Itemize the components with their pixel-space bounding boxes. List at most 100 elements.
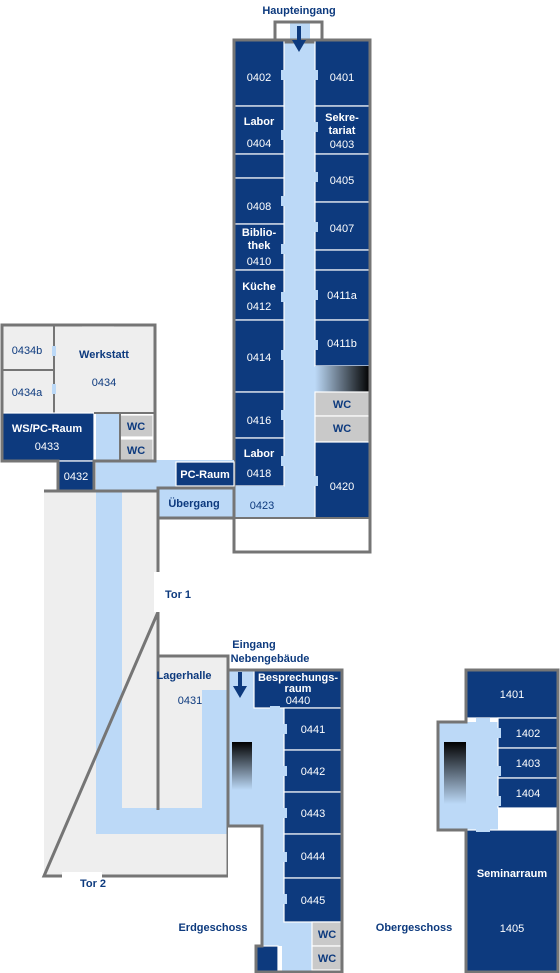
room-0410-name-2: thek bbox=[248, 240, 272, 252]
annex-building bbox=[226, 668, 344, 973]
room-0411b-number: 0411b bbox=[327, 338, 357, 350]
annex-corridor-bottom bbox=[282, 922, 312, 972]
room-1405-number: 1405 bbox=[500, 923, 524, 935]
main-corridor bbox=[284, 40, 315, 518]
room-0418-number: 0418 bbox=[247, 468, 271, 480]
room-0416[interactable] bbox=[233, 391, 285, 439]
room-0412-number: 0412 bbox=[247, 301, 271, 313]
room-0440-number: 0440 bbox=[286, 695, 310, 707]
room-0401-number: 0401 bbox=[330, 72, 354, 84]
main-building bbox=[232, 20, 372, 554]
west-corridor-upper bbox=[96, 413, 120, 473]
main-entrance-label: Haupteingang bbox=[262, 5, 335, 17]
room-0433[interactable] bbox=[1, 412, 95, 462]
room-0423-number: 0423 bbox=[250, 500, 274, 512]
room-0423[interactable] bbox=[234, 486, 284, 518]
room-1402-number: 1402 bbox=[516, 728, 540, 740]
upper-floor bbox=[436, 668, 560, 973]
wc-main-1-label: WC bbox=[333, 399, 351, 411]
room-0420-number: 0420 bbox=[330, 481, 354, 493]
room-0404-number: 0404 bbox=[247, 138, 271, 150]
room-0403-name-1: Sekre- bbox=[325, 112, 359, 124]
room-0412-name: Küche bbox=[242, 281, 276, 293]
room-1404[interactable] bbox=[497, 777, 559, 809]
room-0443-number: 0443 bbox=[301, 808, 325, 820]
ground-floor-caption: Erdgeschoss bbox=[178, 922, 247, 934]
room-0433-number: 0433 bbox=[35, 441, 59, 453]
west-wing bbox=[0, 323, 157, 493]
wc-west-2-label: WC bbox=[127, 445, 145, 457]
warehouse bbox=[41, 489, 232, 880]
room-0402-number: 0402 bbox=[247, 72, 271, 84]
room-0407-number: 0407 bbox=[330, 223, 354, 235]
room-1401[interactable] bbox=[465, 669, 559, 719]
room-0440-name-1: Besprechungs- bbox=[258, 672, 338, 684]
room-0445[interactable] bbox=[283, 877, 343, 923]
room-0403[interactable] bbox=[314, 105, 371, 155]
room-0434b-number: 0434b bbox=[12, 345, 43, 357]
passage-uebergang[interactable] bbox=[158, 488, 234, 518]
room-0418-name: Labor bbox=[244, 448, 275, 460]
room-0403-number: 0403 bbox=[330, 139, 354, 151]
annex-entrance-label-2: Nebengebäude bbox=[231, 653, 310, 665]
upper-floor-caption: Obergeschoss bbox=[376, 922, 452, 934]
room-0434b[interactable] bbox=[2, 325, 54, 370]
room-0434[interactable] bbox=[54, 325, 155, 413]
room-1401-number: 1401 bbox=[500, 689, 524, 701]
room-0404-name: Labor bbox=[244, 116, 275, 128]
room-0433-name: WS/PC-Raum bbox=[12, 423, 83, 435]
staircase-upper bbox=[444, 742, 466, 804]
main-entrance-arrow-icon bbox=[292, 26, 306, 52]
room-1403[interactable] bbox=[497, 747, 559, 779]
room-1404-number: 1404 bbox=[516, 788, 540, 800]
room-annex-small[interactable] bbox=[255, 945, 279, 973]
passage-area bbox=[96, 460, 236, 520]
passage-label: Übergang bbox=[168, 497, 219, 510]
room-0403-name-2: tariat bbox=[329, 125, 356, 137]
room-1402[interactable] bbox=[497, 717, 559, 749]
wc-main-2-label: WC bbox=[333, 423, 351, 435]
room-0411a-number: 0411a bbox=[327, 290, 358, 302]
gate-1-label: Tor 1 bbox=[165, 589, 191, 601]
room-0434a[interactable] bbox=[2, 370, 54, 413]
room-0443[interactable] bbox=[283, 791, 343, 835]
room-0444-number: 0444 bbox=[301, 851, 325, 863]
room-0410-name-1: Biblio- bbox=[242, 227, 277, 239]
room-0432-number: 0432 bbox=[64, 471, 88, 483]
room-0409[interactable] bbox=[314, 249, 371, 271]
staircase-annex bbox=[232, 742, 252, 790]
room-0445-number: 0445 bbox=[301, 895, 325, 907]
room-0410-number: 0410 bbox=[247, 256, 271, 268]
annex-entrance-label-1: Eingang bbox=[232, 639, 275, 651]
room-0414-number: 0414 bbox=[247, 352, 271, 364]
room-0401[interactable] bbox=[314, 39, 371, 107]
annex-outline bbox=[226, 668, 344, 973]
wc-west-1-label: WC bbox=[127, 421, 145, 433]
room-0408-number: 0408 bbox=[247, 201, 271, 213]
wc-annex-2[interactable] bbox=[311, 945, 343, 971]
room-0406[interactable] bbox=[233, 153, 285, 179]
room-pc-raum[interactable] bbox=[175, 461, 235, 487]
room-0420[interactable] bbox=[314, 441, 371, 519]
room-0414[interactable] bbox=[233, 319, 285, 393]
room-0441-number: 0441 bbox=[301, 724, 325, 736]
room-0434a-number: 0434a bbox=[12, 387, 43, 399]
room-0431-name: Lagerhalle bbox=[156, 670, 211, 682]
room-0442-number: 0442 bbox=[301, 766, 325, 778]
gate-2-label: Tor 2 bbox=[80, 878, 106, 890]
pc-room-label: PC-Raum bbox=[180, 469, 230, 481]
room-1403-number: 1403 bbox=[516, 758, 540, 770]
room-0416-number: 0416 bbox=[247, 415, 271, 427]
wc-main-2[interactable] bbox=[314, 415, 371, 443]
annex-entrance-arrow-icon bbox=[233, 672, 247, 698]
room-0440-name-2: raum bbox=[285, 683, 312, 695]
room-0405-number: 0405 bbox=[330, 175, 354, 187]
wc-annex-2-label: WC bbox=[318, 953, 336, 965]
wc-main-1[interactable] bbox=[314, 391, 371, 417]
annex-corridor bbox=[262, 708, 284, 946]
room-0431-number: 0431 bbox=[178, 695, 202, 707]
room-0434-name: Werkstatt bbox=[79, 349, 129, 361]
room-1405[interactable] bbox=[465, 829, 559, 973]
room-0434-number: 0434 bbox=[92, 377, 116, 389]
